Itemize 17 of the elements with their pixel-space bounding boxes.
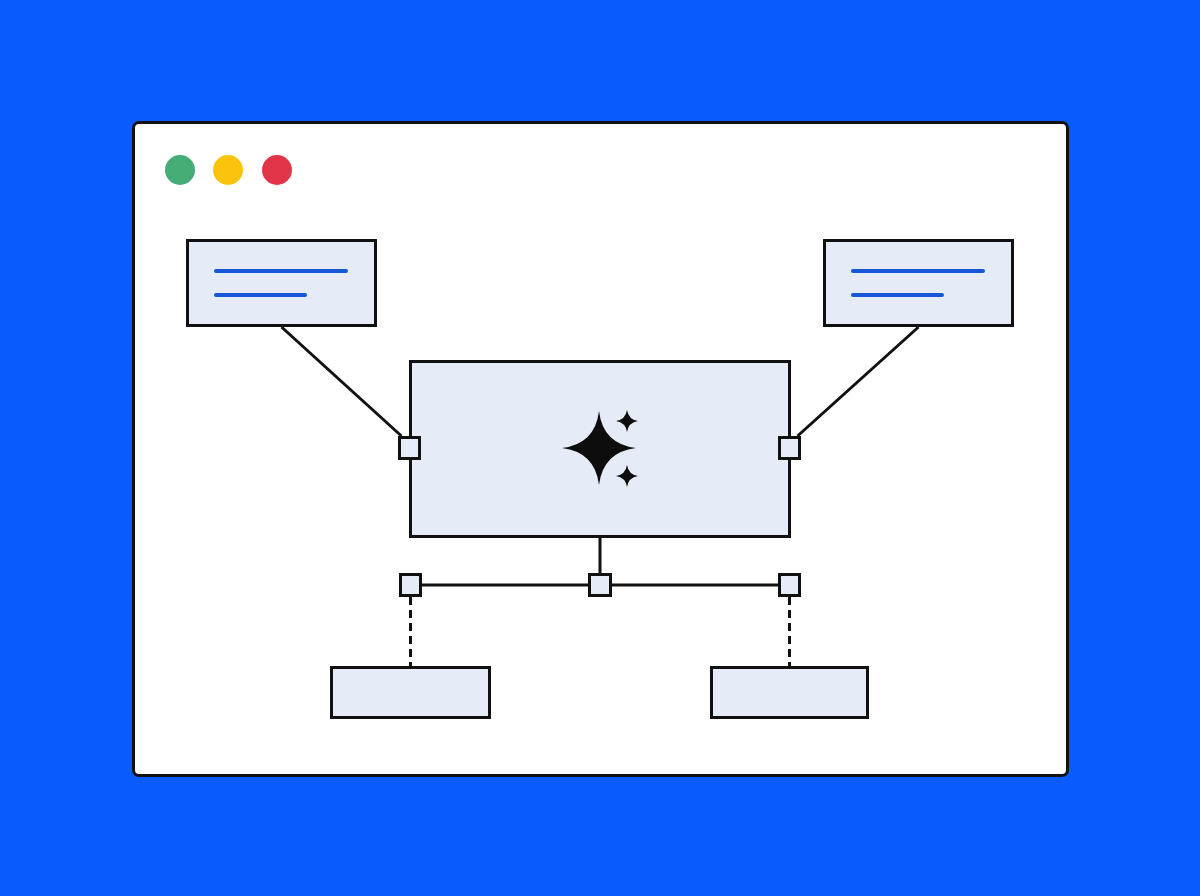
connection-port: [399, 573, 422, 597]
connection-port: [588, 573, 612, 597]
process-box: [409, 360, 791, 538]
dashed-connector-line: [409, 597, 412, 666]
child-box: [330, 666, 491, 719]
connection-port: [778, 573, 801, 597]
connector-line: [280, 325, 403, 438]
connection-port: [778, 436, 801, 460]
connector-line: [796, 325, 920, 438]
child-box: [710, 666, 869, 719]
connector-line: [612, 583, 778, 587]
note-card: [823, 239, 1014, 327]
note-card: [186, 239, 377, 327]
connection-port: [398, 436, 421, 460]
dashed-connector-line: [788, 597, 791, 666]
connector-line: [422, 583, 588, 587]
connector-line: [598, 538, 602, 573]
